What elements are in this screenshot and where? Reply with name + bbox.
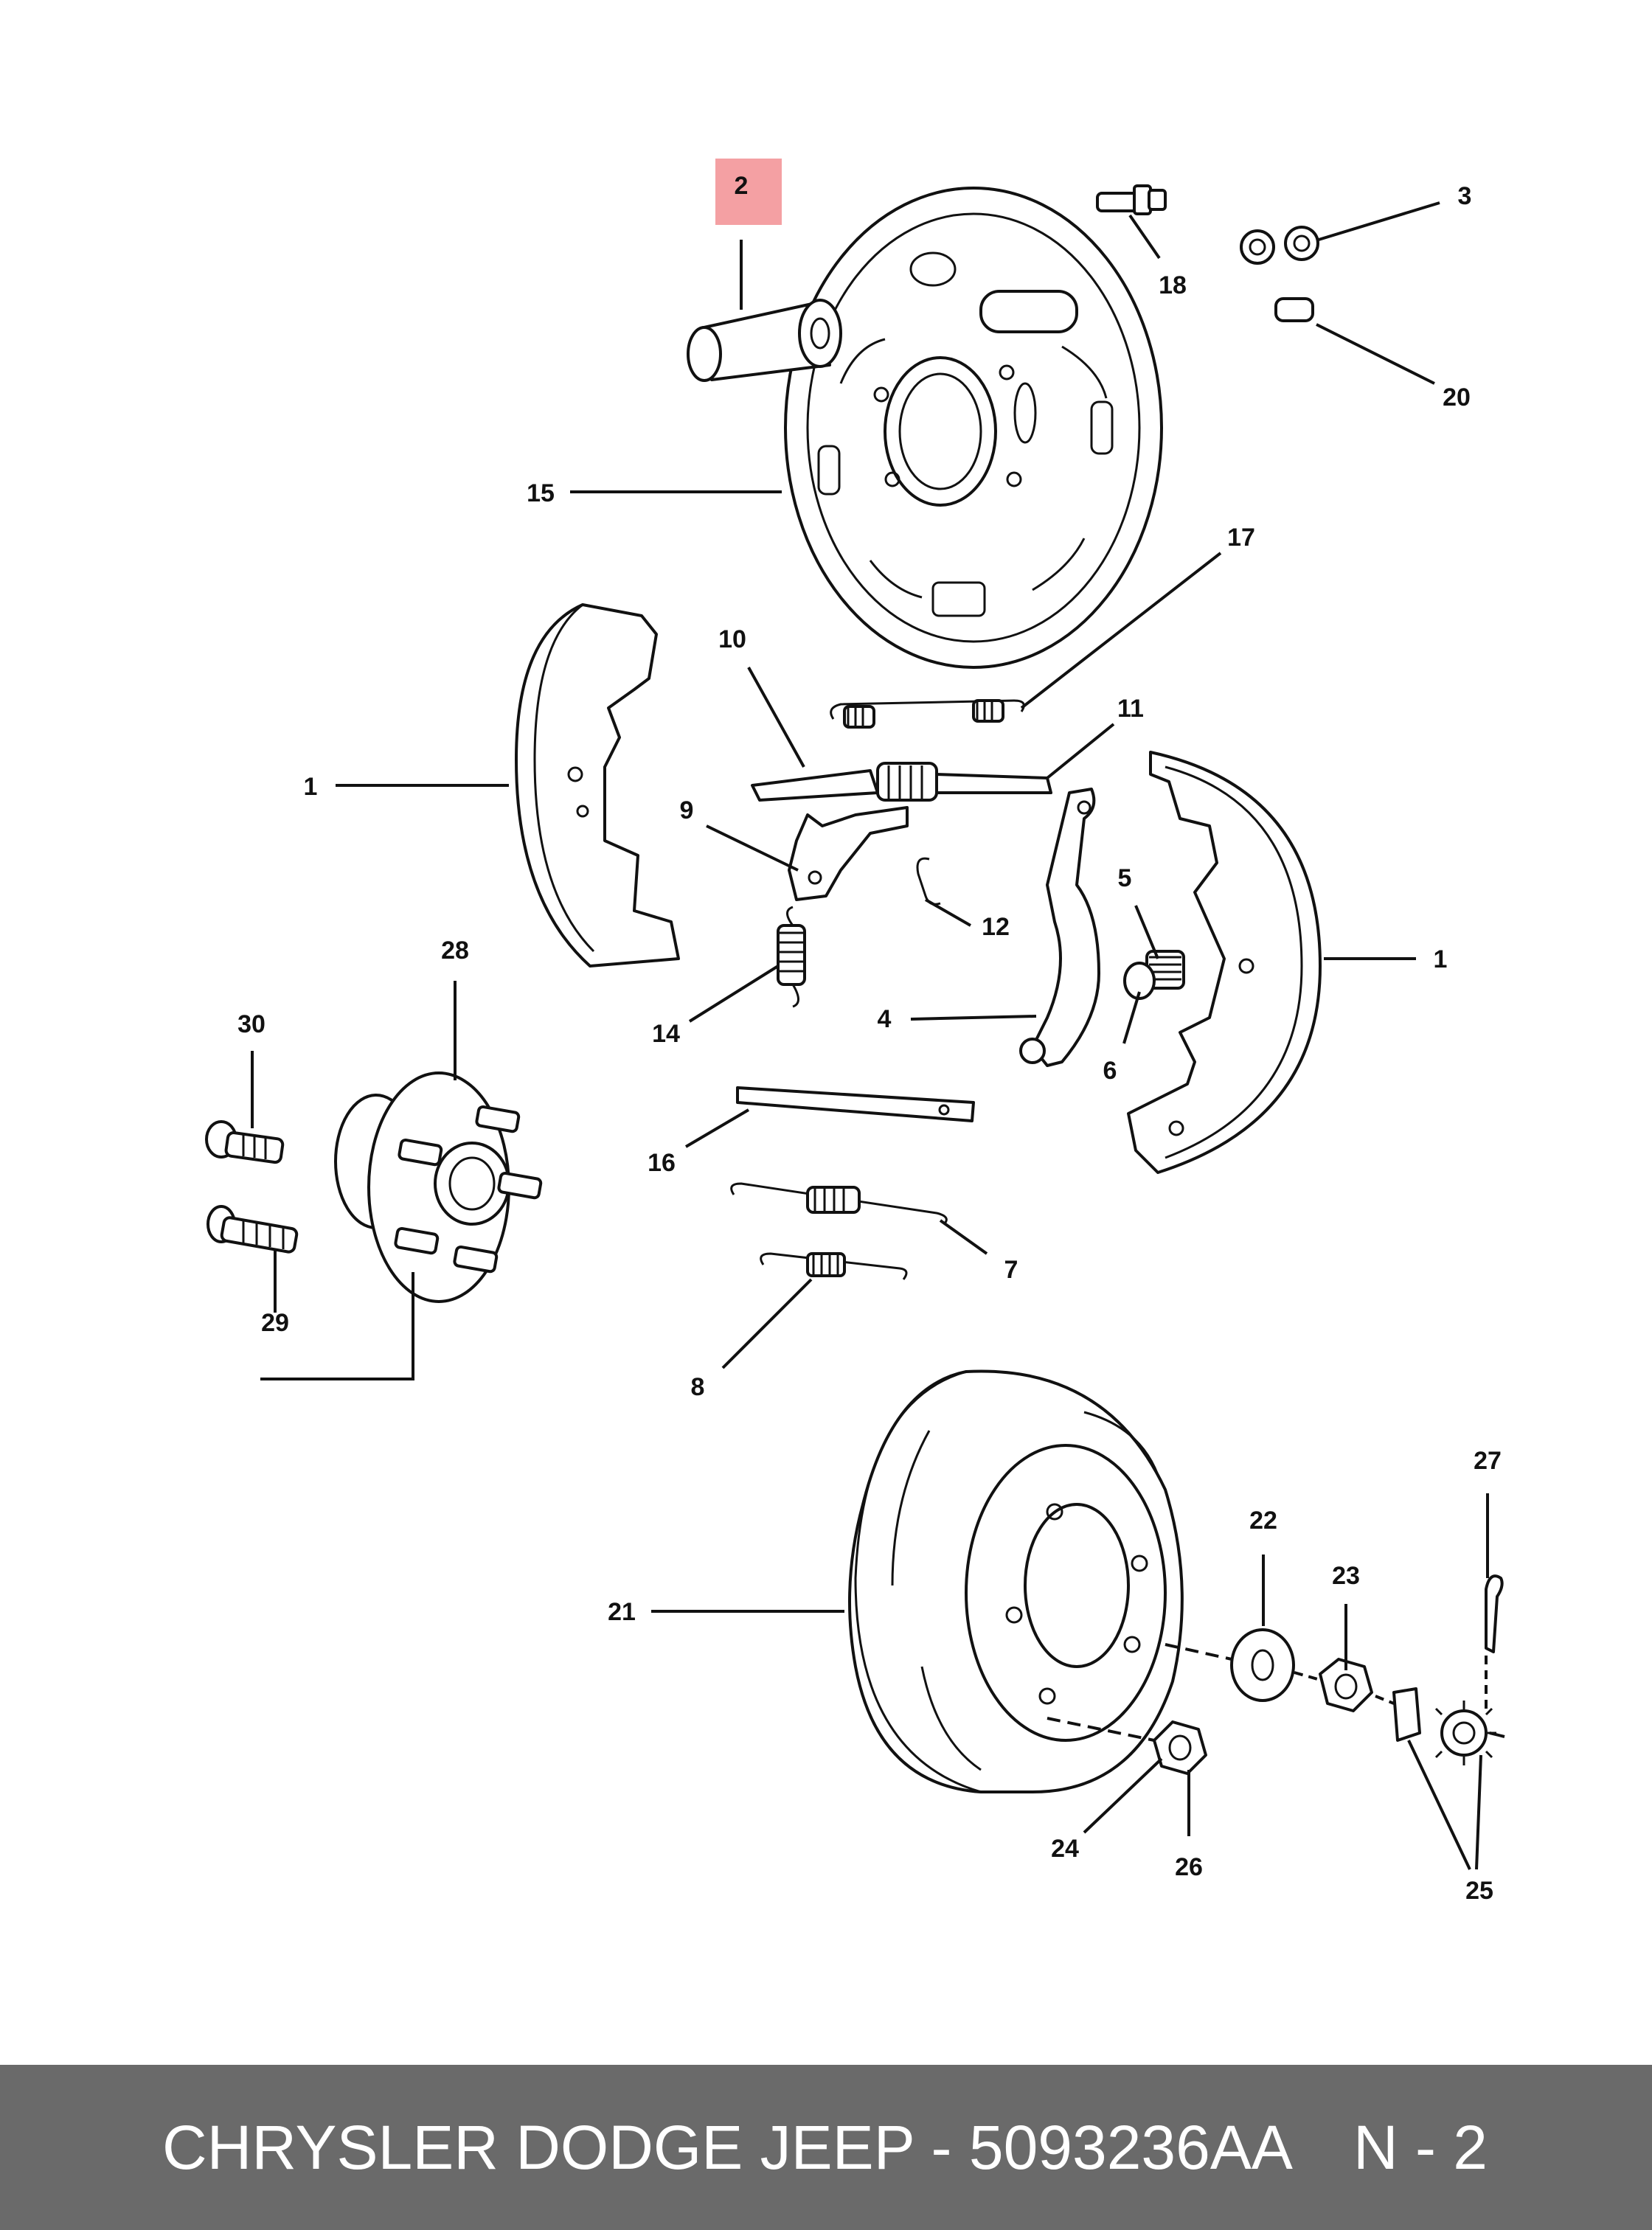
callout-9: 9: [680, 796, 694, 824]
dust-caps: [1240, 226, 1319, 265]
hook-spring: [916, 857, 941, 906]
callout-17: 17: [1227, 524, 1255, 552]
callout-1-right: 1: [1434, 945, 1448, 973]
hold-down-spring: [1123, 950, 1185, 1000]
lower-short-spring: [760, 1252, 908, 1280]
callout-5: 5: [1118, 864, 1132, 892]
nut-lock: [1392, 1687, 1496, 1765]
callout-14: 14: [652, 1020, 680, 1048]
callout-21: 21: [608, 1598, 636, 1626]
upper-return-spring: [830, 699, 1025, 729]
callout-8: 8: [691, 1373, 705, 1401]
lug-nut: [1153, 1720, 1207, 1775]
parking-brake-lever: [1019, 788, 1100, 1067]
callout-15: 15: [527, 479, 555, 507]
callout-20: 20: [1443, 383, 1471, 411]
callout-10: 10: [718, 625, 746, 653]
brake-shoe-left: [515, 603, 680, 968]
bleeder-screw: [1096, 184, 1167, 215]
plug: [1274, 297, 1314, 322]
callout-27: 27: [1474, 1447, 1502, 1475]
callout-29: 29: [261, 1309, 289, 1337]
callout-18: 18: [1159, 271, 1187, 299]
callout-26: 26: [1175, 1853, 1203, 1881]
leader-lines: [251, 201, 1505, 1870]
wheel-cylinder: [687, 299, 842, 382]
part-number-caption: CHRYSLER DODGE JEEP - 5093236AA: [162, 2113, 1293, 2182]
callout-11: 11: [1117, 695, 1144, 723]
backing-plate: [784, 187, 1163, 669]
parking-brake-strut: [736, 1086, 975, 1122]
callout-23: 23: [1332, 1562, 1360, 1590]
adjuster-spring: [777, 906, 806, 1008]
callout-24: 24: [1051, 1835, 1079, 1863]
cotter-pin: [1485, 1574, 1504, 1653]
callout-22: 22: [1249, 1507, 1277, 1535]
washer: [1230, 1628, 1295, 1702]
brake-drum: [848, 1369, 1184, 1793]
adjuster-lever: [788, 806, 909, 901]
wheel-stud-30: [205, 1120, 285, 1164]
lower-return-spring: [730, 1182, 948, 1226]
wheel-hub: [334, 1071, 543, 1303]
hub-nut: [1319, 1658, 1373, 1712]
wheel-stud-29: [206, 1205, 299, 1254]
callout-12: 12: [982, 913, 1010, 941]
callout-4: 4: [878, 1005, 892, 1033]
callout-labels: 2 3 18 20 15 17 10 11 9 12 1 1 5 6 4 14 …: [237, 172, 1502, 1905]
callout-1-left: 1: [304, 773, 318, 801]
footer-bar: CHRYSLER DODGE JEEP - 5093236AA N - 2: [0, 2065, 1652, 2230]
callout-2: 2: [735, 172, 749, 200]
callout-6: 6: [1103, 1057, 1117, 1085]
callout-7: 7: [1004, 1256, 1018, 1284]
brake-shoe-right: [1127, 751, 1322, 1174]
callout-30: 30: [237, 1010, 266, 1038]
callout-16: 16: [648, 1149, 676, 1177]
brake-assembly-diagram: 2 3 18 20 15 17 10 11 9 12 1 1 5 6 4 14 …: [205, 159, 1505, 1905]
highlight-box: [715, 159, 782, 225]
diagram-code: N - 2: [1353, 2113, 1488, 2182]
callout-25: 25: [1465, 1877, 1493, 1905]
adjuster-assembly: [751, 762, 1052, 802]
callout-28: 28: [441, 937, 469, 965]
callout-3: 3: [1458, 182, 1472, 210]
